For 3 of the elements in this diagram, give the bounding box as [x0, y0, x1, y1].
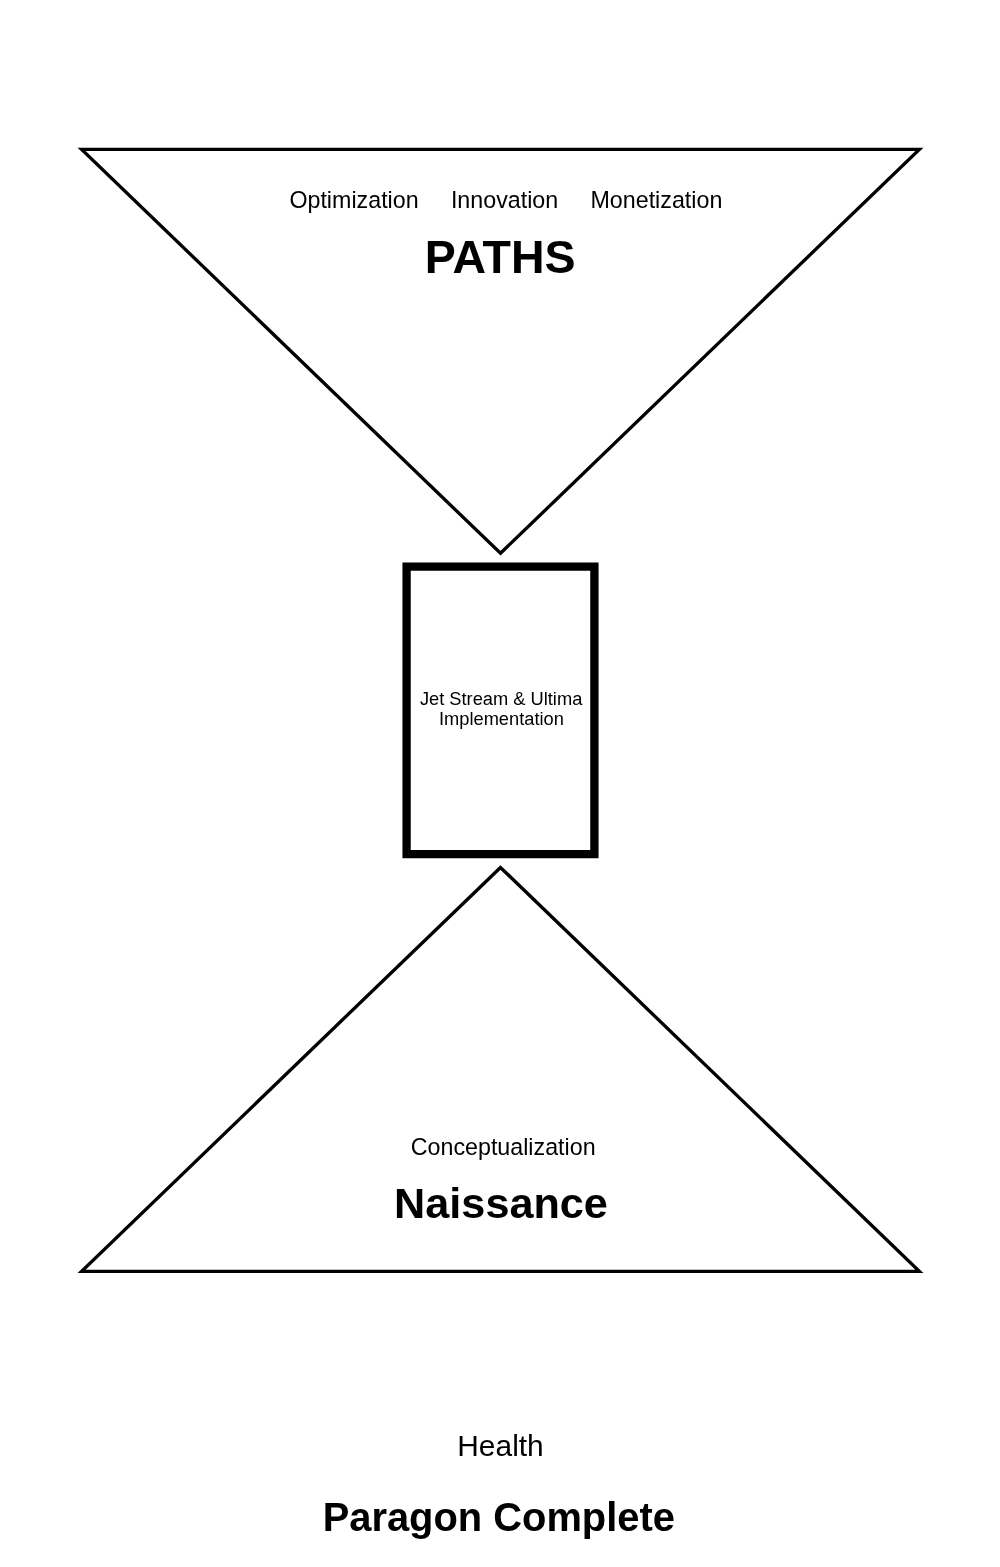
- label: Health: [456, 1429, 544, 1463]
- node-box: Jet Stream & Ultima Implementation: [401, 562, 599, 859]
- label: Paragon Complete: [322, 1494, 675, 1539]
